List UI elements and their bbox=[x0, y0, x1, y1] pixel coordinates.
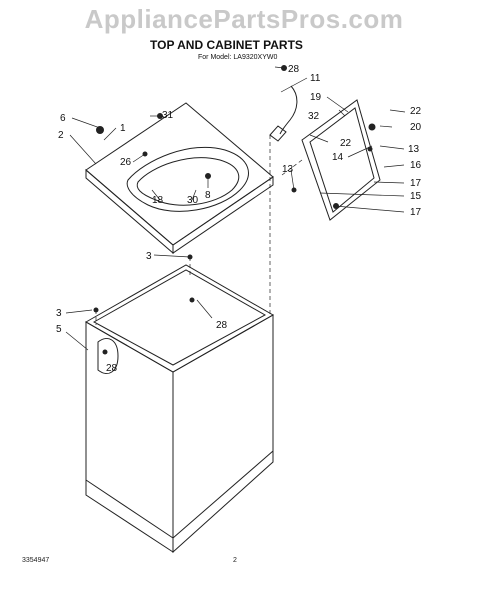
callout-5: 5 bbox=[56, 324, 62, 335]
diagram-title: TOP AND CABINET PARTS bbox=[150, 38, 303, 52]
callout-26: 26 bbox=[120, 157, 132, 168]
screw-icon bbox=[367, 146, 373, 152]
callout-15: 15 bbox=[410, 191, 422, 202]
callout-28-front: 28 bbox=[106, 363, 118, 374]
callout-17: 17 bbox=[410, 178, 422, 189]
callout-2: 2 bbox=[58, 130, 64, 141]
callout-6: 6 bbox=[60, 113, 66, 124]
screw-icon bbox=[281, 65, 287, 71]
callout-14: 14 bbox=[332, 152, 344, 163]
callout-22-lid: 22 bbox=[340, 138, 352, 149]
clip-icon bbox=[157, 113, 163, 119]
cabinet bbox=[84, 264, 275, 554]
callout-8: 8 bbox=[205, 190, 211, 201]
bumper-icon bbox=[368, 123, 376, 131]
document-number: 3354947 bbox=[22, 557, 50, 564]
callout-20: 20 bbox=[410, 122, 422, 133]
callout-19: 19 bbox=[310, 92, 322, 103]
callout-28-cabinet: 28 bbox=[216, 320, 228, 331]
screw-icon bbox=[102, 349, 108, 355]
leader-lines bbox=[65, 66, 406, 351]
callout-18: 18 bbox=[152, 195, 164, 206]
callout-13-hinge: 13 bbox=[282, 164, 294, 175]
top-panel bbox=[85, 102, 287, 255]
callout-3: 3 bbox=[146, 251, 152, 262]
callout-32: 32 bbox=[308, 111, 320, 122]
screw-icon bbox=[187, 254, 193, 260]
callout-28: 28 bbox=[288, 64, 300, 75]
screw-icon bbox=[333, 203, 339, 209]
clip-icon bbox=[96, 126, 104, 134]
model-subtitle: For Model: LA9320XYW0 bbox=[198, 54, 278, 61]
callout-30: 30 bbox=[187, 195, 199, 206]
screw-icon bbox=[291, 187, 297, 193]
screw-icon bbox=[189, 297, 195, 303]
screw-icon bbox=[93, 307, 99, 313]
callout-13: 13 bbox=[408, 144, 420, 155]
callout-1: 1 bbox=[120, 123, 126, 134]
wire-harness bbox=[279, 85, 298, 135]
page-number: 2 bbox=[233, 557, 237, 564]
callout-11: 11 bbox=[310, 73, 321, 84]
callout-31: 31 bbox=[162, 110, 174, 121]
screw-icon bbox=[142, 151, 148, 157]
callout-3-left: 3 bbox=[56, 308, 62, 319]
callout-17-lower: 17 bbox=[410, 207, 422, 218]
callout-16: 16 bbox=[410, 160, 422, 171]
screw-icon bbox=[205, 173, 211, 179]
watermark: AppliancePartsPros.com bbox=[84, 4, 404, 34]
callout-22: 22 bbox=[410, 106, 422, 117]
